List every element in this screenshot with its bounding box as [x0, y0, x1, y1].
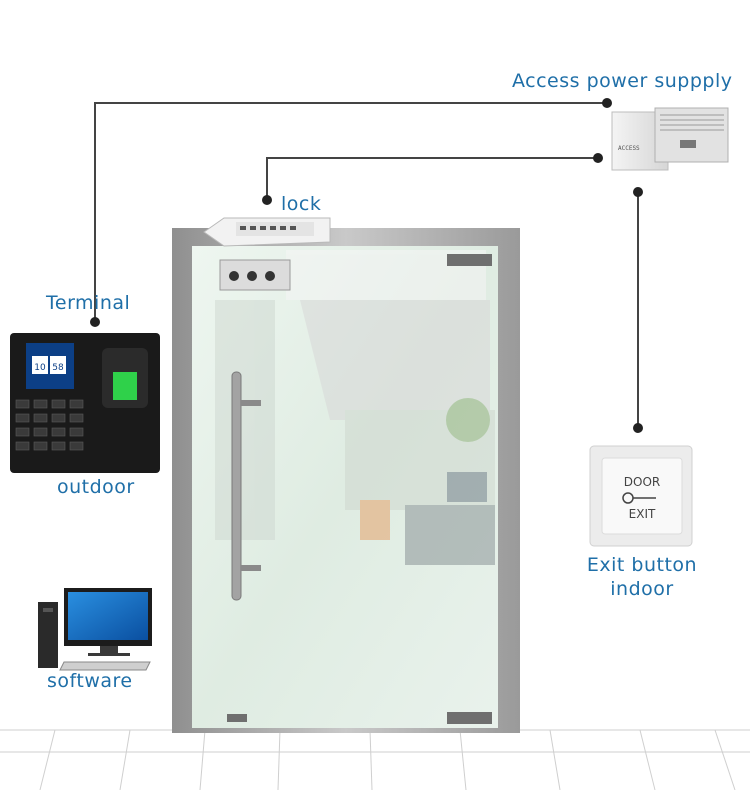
terminal-hour: 10: [34, 363, 46, 373]
top-pivot: [447, 254, 492, 266]
pc-tower: [38, 602, 58, 668]
label-terminal: Terminal: [46, 292, 131, 314]
label-software: software: [47, 670, 133, 692]
exit-button-device: DOOR EXIT: [589, 445, 693, 547]
monitor-screen: [68, 592, 148, 640]
door: [172, 228, 520, 733]
label-exit-button-line2: indoor: [610, 578, 674, 600]
terminal-minute: 58: [52, 363, 64, 373]
door-handle: [231, 371, 242, 601]
connection-wires: [94, 102, 639, 428]
label-outdoor: outdoor: [57, 476, 135, 498]
interior-reflection: [215, 250, 495, 565]
wire-terminal-to-power: [94, 102, 607, 322]
floor-tiles: [0, 729, 750, 790]
label-exit-button: Exit button indoor: [582, 553, 702, 601]
terminal-keypad: [15, 399, 84, 451]
terminal-device: 10 58: [10, 333, 160, 473]
keyboard: [59, 661, 151, 671]
exit-plate-exit: EXIT: [629, 507, 656, 521]
wire-lock-to-power: [266, 157, 598, 200]
computer-device: [38, 588, 152, 671]
bottom-pivot: [447, 712, 492, 724]
label-access-power-supply: Access power suppply: [512, 70, 733, 92]
label-lock: lock: [281, 193, 322, 215]
wire-endpoints: [90, 98, 643, 433]
label-exit-button-line1: Exit button: [586, 554, 698, 576]
psu-face-label: ACCESS: [618, 145, 640, 152]
access-power-supply: ACCESS: [611, 107, 729, 171]
fingerprint-sensor: [113, 372, 137, 400]
lock-device: [203, 217, 331, 247]
exit-plate-door: DOOR: [624, 475, 660, 489]
